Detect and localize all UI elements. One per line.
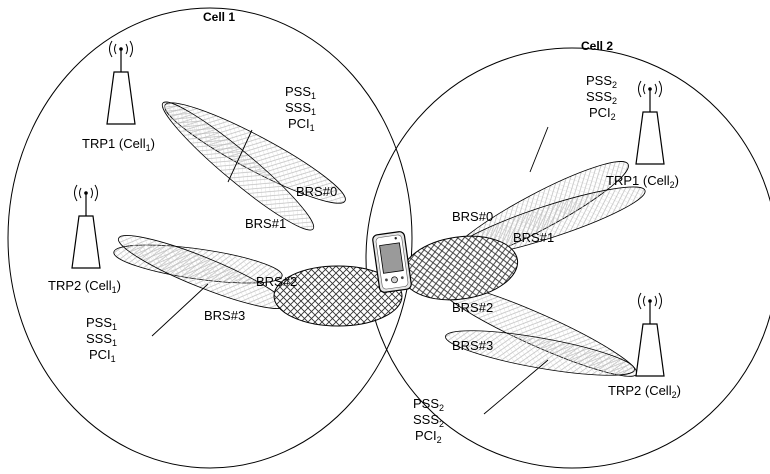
trp-label: TRP2 (Cell1) [48,278,121,295]
pointer-line [530,127,548,172]
beam-label: BRS#1 [513,230,554,245]
cell1-title: Cell 1 [203,10,235,24]
signal-group-cell1-trp2: PSS1 SSS1 PCI1 [86,315,117,364]
antenna-icon [636,81,664,164]
cell1-boundary [8,8,412,468]
svg-text:PSS1: PSS1 [285,84,316,101]
signal-group-cell2-trp2: PSS2 SSS2 PCI2 [413,396,444,445]
beam-label: BRS#3 [452,338,493,353]
beam-label: BRS#1 [245,216,286,231]
svg-text:PCI2: PCI2 [415,428,442,445]
svg-text:SSS1: SSS1 [86,331,117,348]
trp-label: TRP1 (Cell1) [82,136,155,153]
trp-label: TRP2 (Cell2) [608,383,681,400]
beam-label: BRS#0 [452,209,493,224]
pointer-line [152,284,208,336]
antenna-icon [636,293,664,376]
svg-text:SSS1: SSS1 [285,100,316,117]
svg-text:SSS2: SSS2 [586,89,617,106]
cell2-title: Cell 2 [581,39,613,53]
signal-group-cell1-trp1: PSS1 SSS1 PCI1 [285,84,316,133]
trp-label: TRP1 (Cell2) [606,173,679,190]
beam-label: BRS#0 [296,184,337,199]
antenna-icon [107,41,135,124]
beam-label: BRS#2 [452,300,493,315]
pointer-line [484,360,548,414]
antenna-icon [72,185,100,268]
svg-text:PCI1: PCI1 [89,347,116,364]
beam-label: BRS#2 [256,274,297,289]
svg-text:PSS1: PSS1 [86,315,117,332]
signal-group-cell2-trp1: PSS2 SSS2 PCI2 [586,73,617,122]
svg-text:PCI1: PCI1 [288,116,315,133]
svg-text:PCI2: PCI2 [589,105,616,122]
svg-text:PSS2: PSS2 [413,396,444,413]
svg-text:SSS2: SSS2 [413,412,444,429]
svg-text:PSS2: PSS2 [586,73,617,90]
beam-label: BRS#3 [204,308,245,323]
